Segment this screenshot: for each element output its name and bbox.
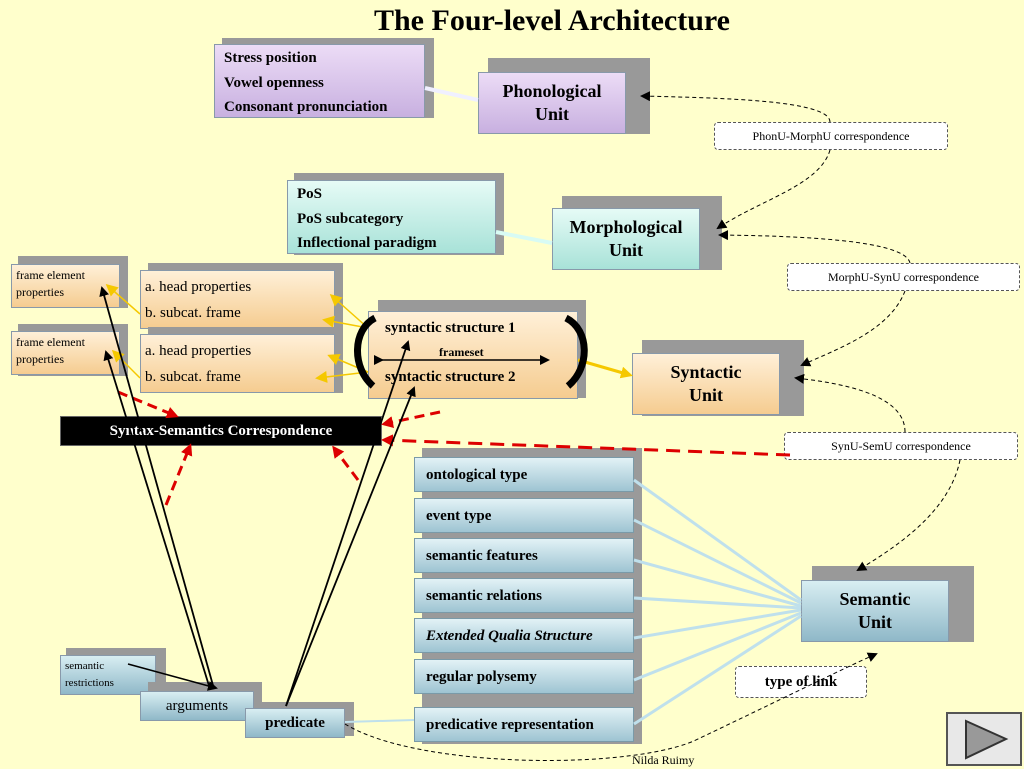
arguments-red-arrow (164, 443, 193, 506)
morphology-link (495, 230, 553, 245)
semantic-feature-item: semantic relations (414, 578, 634, 613)
feature-label: PoS (297, 186, 323, 202)
predicate-to-structure-1-arrow (285, 340, 411, 707)
unit-label: Semantic (839, 589, 911, 609)
phonology-link (424, 86, 479, 102)
synu-semu-label: SynU-SemU correspondence (784, 432, 1018, 460)
subcat-frame-label: b. subcat. frame (145, 305, 241, 321)
morphu-synu-arrow-down (800, 290, 906, 367)
feature-label: Stress position (224, 50, 317, 66)
restrictions-label: semantic (65, 660, 105, 672)
semantic-feature-item: event type (414, 498, 634, 533)
phonu-morphu-arrow (640, 91, 831, 123)
unit-label: Unit (534, 104, 569, 124)
frame-element-box: frame element properties (11, 264, 120, 308)
frameset-left-bracket (354, 314, 377, 389)
predicate-box: predicate (245, 708, 345, 738)
arguments-box: arguments (140, 691, 254, 721)
semantic-feature-item: regular polysemy (414, 659, 634, 694)
phonu-morphu-arrow-down (716, 149, 831, 230)
frameset-to-syntactic-unit (577, 358, 633, 379)
frame-element-label: properties (16, 352, 64, 366)
syntax-semantics-correspondence: Syntax-Semantics Correspondence (60, 416, 382, 446)
restrictions-label: restrictions (65, 677, 114, 689)
predicative-rep-to-predicate-link (344, 719, 415, 723)
author-credit: Nilda Ruimy (632, 753, 695, 767)
morphu-synu-label: MorphU-SynU correspondence (787, 263, 1020, 291)
unit-label: Phonological (502, 81, 602, 101)
syntactic-structure-2: syntactic structure 2 (385, 369, 516, 385)
page-title: The Four-level Architecture (373, 4, 730, 37)
unit-label: Unit (688, 385, 723, 405)
morphu-synu-arrow (718, 230, 911, 264)
next-slide-button[interactable] (946, 712, 1022, 766)
subcat-frame-label: b. subcat. frame (145, 369, 241, 385)
unit-label: Unit (857, 612, 892, 632)
restrictions-to-arguments-arrow (127, 663, 218, 691)
arguments-to-frame-element-arrow (103, 350, 211, 690)
syntactic-structure-1: syntactic structure 1 (385, 320, 516, 336)
feature-label: Consonant pronunciation (224, 99, 388, 115)
type-of-link-curve (344, 652, 878, 761)
unit-label: Morphological (569, 217, 683, 237)
frame-element-red-arrow (117, 390, 179, 419)
semantic-feature-item: semantic features (414, 538, 634, 573)
semantic-feature-item: ontological type (414, 457, 634, 492)
frameset-right-bracket (564, 314, 588, 389)
frame-element-box: frame element properties (11, 331, 120, 375)
synu-semu-arrow-down (856, 459, 961, 572)
feature-label: Inflectional paradigm (297, 235, 437, 251)
phonu-morphu-label: PhonU-MorphU correspondence (714, 122, 948, 150)
semantic-restrictions-box: semantic restrictions (60, 655, 156, 695)
subcat-to-frame-element-arrow (111, 349, 141, 379)
feature-label: PoS subcategory (297, 210, 404, 227)
unit-label: Syntactic (670, 362, 742, 382)
frameset-red-arrow (381, 410, 441, 428)
semantic-feature-item: predicative representation (414, 707, 634, 742)
predicate-to-structure-2-arrow (285, 386, 416, 707)
frame-element-label: properties (16, 285, 64, 299)
phonology-feature-box: Stress position Vowel openness Consonant… (214, 44, 425, 118)
play-icon (965, 719, 1009, 760)
head-properties-label: a. head properties (145, 343, 252, 359)
frame-element-label: frame element (16, 268, 85, 282)
frame-element-label: frame element (16, 335, 85, 349)
head-properties-label: a. head properties (145, 279, 252, 295)
synu-semu-red-arrow (381, 434, 791, 457)
type-of-link-label: type of link (735, 666, 867, 698)
semantic-feature-fan (633, 478, 802, 726)
subcat-to-frame-element-arrow (105, 284, 141, 315)
semantic-feature-item: Extended Qualia Structure (414, 618, 634, 653)
morphology-feature-box: PoS PoS subcategory Inflectional paradig… (287, 180, 496, 254)
unit-label: Unit (608, 240, 643, 260)
feature-label: Vowel openness (224, 74, 324, 91)
head-properties-box: a. head properties b. subcat. frame (140, 334, 335, 393)
predicate-red-arrow (332, 445, 360, 481)
head-properties-box: a. head properties b. subcat. frame (140, 270, 335, 329)
structure-to-head-arrow (329, 294, 369, 329)
arguments-to-frame-element-arrow (99, 286, 215, 690)
synu-semu-arrow (794, 373, 906, 433)
